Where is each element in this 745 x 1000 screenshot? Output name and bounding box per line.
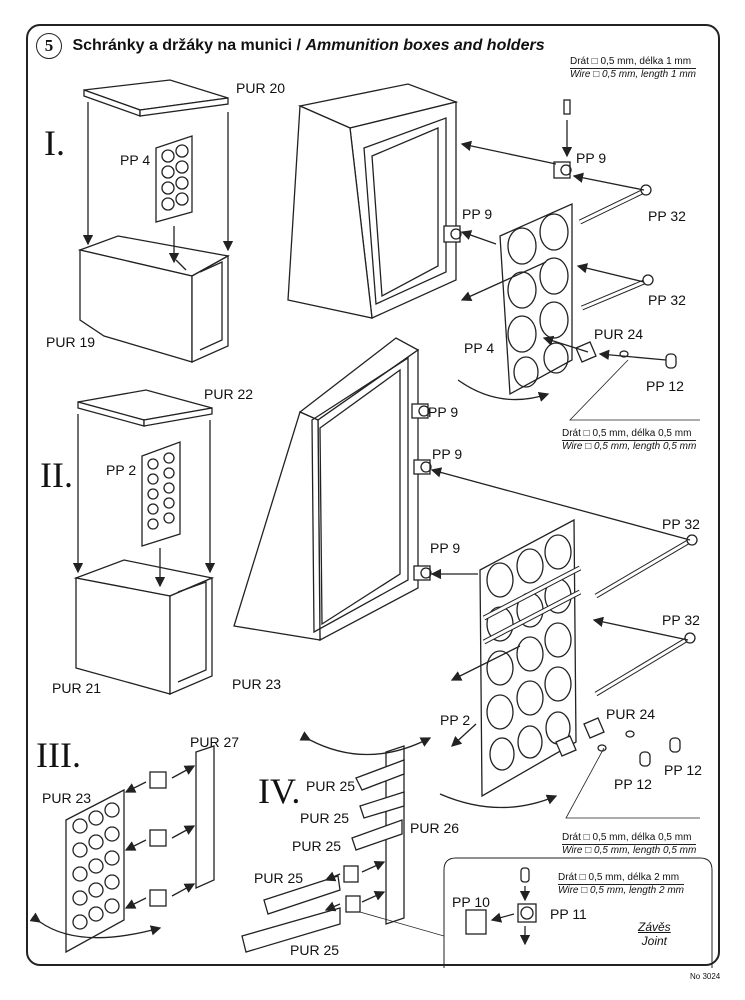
section-II-label: II. xyxy=(40,455,73,495)
part-label: PP 11 xyxy=(550,906,587,922)
section-III-label: III. xyxy=(36,735,81,775)
section-IV-label: IV. xyxy=(258,771,301,811)
part-label: PP 32 xyxy=(648,208,686,224)
part-label: PP 32 xyxy=(648,292,686,308)
arrows-upper xyxy=(457,120,700,421)
part-label: PP 9 xyxy=(576,150,607,166)
arrows-lower xyxy=(430,467,700,819)
wire-note: Drát □ 0,5 mm, délka 0,5 mm Wire □ 0,5 m… xyxy=(562,832,697,856)
part-label: PUR 23 xyxy=(232,676,282,692)
page-title: 5 Schránky a držáky na munici / Ammuniti… xyxy=(36,33,545,59)
wire-note: Drát □ 0,5 mm, délka 2 mm Wire □ 0,5 mm,… xyxy=(558,872,684,896)
part-label: PUR 25 xyxy=(292,838,342,854)
wire-note: Drát □ 0,5 mm, délka 0,5 mm Wire □ 0,5 m… xyxy=(562,428,697,452)
rack-III xyxy=(29,745,215,954)
rods-upper xyxy=(575,184,677,369)
box-II-lid xyxy=(77,389,213,427)
part-label: PUR 23 xyxy=(42,790,92,806)
part-label: PP 32 xyxy=(662,516,700,532)
part-label: PUR 25 xyxy=(290,942,340,958)
part-label: PUR 24 xyxy=(594,326,644,342)
sheet-number: No 3024 xyxy=(690,972,721,981)
part-label: PUR 27 xyxy=(190,734,240,750)
part-label: PP 9 xyxy=(430,540,461,556)
part-label: PP 32 xyxy=(662,612,700,628)
box-II-arrows xyxy=(72,414,216,588)
part-label: PP 12 xyxy=(614,776,652,792)
title-cz: Schránky a držáky na munici / xyxy=(72,37,301,55)
part-label: PP 9 xyxy=(462,206,493,222)
part-label: PP 2 xyxy=(440,712,471,728)
part-label: PUR 24 xyxy=(606,706,656,722)
part-label: PP 9 xyxy=(432,446,463,462)
cabinet-upper xyxy=(287,83,459,319)
rack-IV xyxy=(241,731,445,968)
door-upper xyxy=(499,202,573,396)
box-I-lid xyxy=(83,79,229,117)
part-label: PP 4 xyxy=(464,340,495,356)
part-label: PP 4 xyxy=(120,152,151,168)
rods-lower xyxy=(555,534,698,767)
part-label: PUR 20 xyxy=(236,80,286,96)
part-label: PP 12 xyxy=(664,762,702,778)
part-label: PUR 26 xyxy=(410,820,460,836)
box-II-body xyxy=(73,559,215,695)
part-label: PUR 21 xyxy=(52,680,102,696)
part-label: PUR 22 xyxy=(204,386,254,402)
hinges-upper xyxy=(443,99,572,243)
joint-label: Závěs Joint xyxy=(638,920,671,948)
part-label: PP 2 xyxy=(106,462,137,478)
door-lower xyxy=(479,518,577,798)
section-I-label: I. xyxy=(44,123,65,163)
part-label: PP 9 xyxy=(428,404,459,420)
box-I-body xyxy=(77,235,230,364)
joint-detail xyxy=(443,857,713,968)
part-label: PUR 25 xyxy=(254,870,304,886)
part-label: PUR 25 xyxy=(306,778,356,794)
part-label: PP 10 xyxy=(452,894,490,910)
part-label: PUR 19 xyxy=(46,334,96,350)
title-en: Ammunition boxes and holders xyxy=(305,37,545,55)
step-badge: 5 xyxy=(36,33,62,59)
box-I-rack xyxy=(155,135,193,223)
wire-note: Drát □ 0,5 mm, délka 1 mm Wire □ 0,5 mm,… xyxy=(570,56,696,80)
part-label: PUR 25 xyxy=(300,810,350,826)
part-label: PP 12 xyxy=(646,378,684,394)
cabinet-lower xyxy=(233,337,420,642)
page-frame xyxy=(26,24,720,966)
box-II-rack xyxy=(141,441,181,547)
box-I-arrows xyxy=(82,102,234,264)
